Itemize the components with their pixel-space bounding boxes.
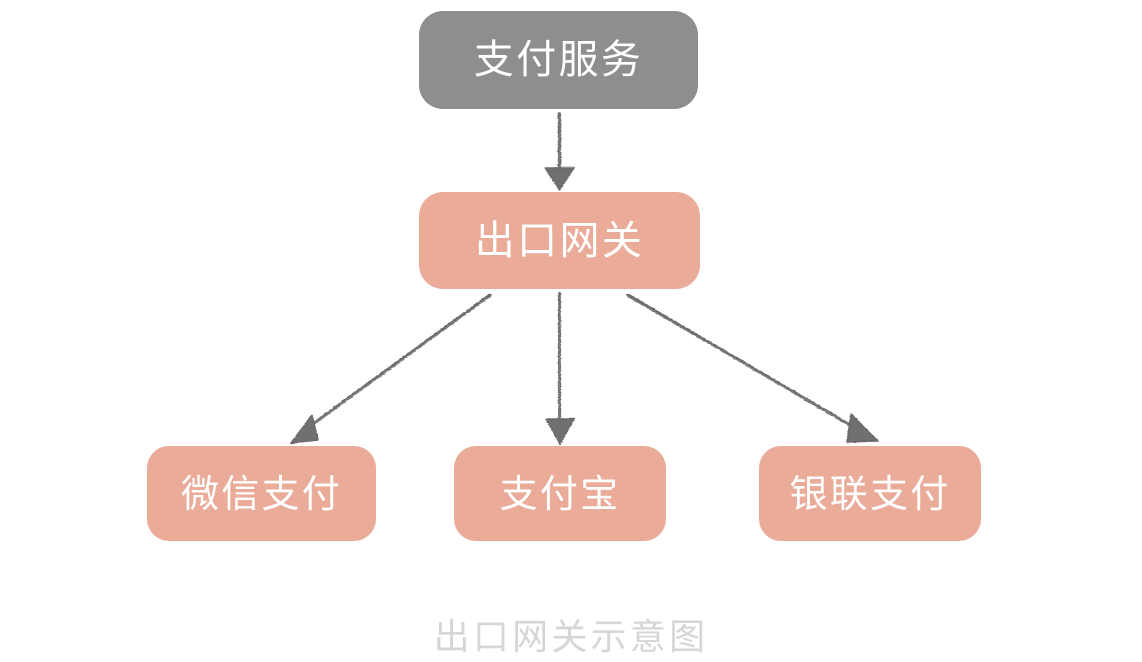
node-unionpay-label: 银联支付 xyxy=(789,471,951,516)
node-egress-gateway-label: 出口网关 xyxy=(474,217,645,264)
node-wechat-pay[interactable]: 微信支付 xyxy=(147,446,376,541)
node-egress-gateway[interactable]: 出口网关 xyxy=(419,192,700,289)
node-payment-service[interactable]: 支付服务 xyxy=(419,11,698,109)
edge-payment-service-to-egress-gateway xyxy=(544,112,575,191)
node-wechat-pay-label: 微信支付 xyxy=(180,471,343,516)
diagram-caption: 出口网关示意图 xyxy=(433,617,709,658)
node-payment-service-label: 支付服务 xyxy=(473,37,644,83)
node-unionpay[interactable]: 银联支付 xyxy=(759,446,981,541)
node-alipay[interactable]: 支付宝 xyxy=(454,446,666,541)
edge-egress-gateway-to-wechat-pay xyxy=(290,293,492,444)
node-alipay-label: 支付宝 xyxy=(499,471,621,516)
edge-egress-gateway-to-unionpay xyxy=(626,293,879,443)
edge-egress-gateway-to-alipay xyxy=(545,292,575,445)
